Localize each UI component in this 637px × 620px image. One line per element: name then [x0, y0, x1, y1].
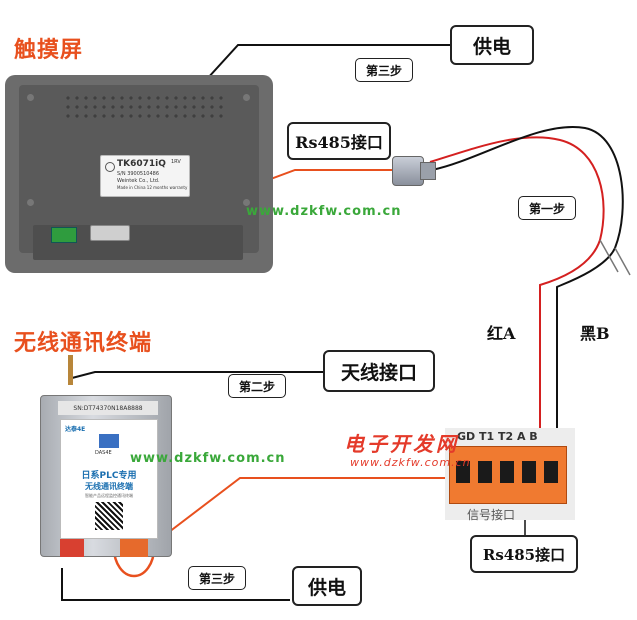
step-1: 第一步 — [518, 196, 576, 220]
terminal-block-footer: 信号接口 — [467, 508, 516, 522]
touchscreen-title: 触摸屏 — [14, 38, 84, 63]
step-2: 第二步 — [228, 374, 286, 398]
antenna-connector — [68, 355, 73, 385]
wire-label-black-b: 黑B — [580, 324, 610, 343]
touchscreen-note: Made in China 12 months warranty — [117, 185, 188, 190]
power-terminal-green[interactable] — [51, 227, 77, 243]
terminal-slot-1[interactable] — [456, 461, 470, 483]
callout-rs485-top: Rs485接口 — [287, 122, 391, 160]
db9-shell — [392, 156, 424, 186]
terminal-serial: SN:DT74370N18A8888 — [58, 401, 158, 415]
watermark-brand-red: 电子开发网 — [344, 432, 459, 456]
touchscreen-sn: S/N 3900510486 — [117, 171, 159, 177]
power-line-bottom — [61, 568, 290, 601]
qr-code-icon — [95, 502, 123, 530]
screw-hole-tr — [243, 94, 250, 101]
db9-connector — [392, 150, 436, 190]
touchscreen-voltage: 1RV — [171, 159, 181, 165]
brand-logo-icon — [105, 162, 115, 172]
step-3-bottom: 第三步 — [188, 566, 246, 590]
terminal-tag: 达泰4E — [65, 426, 86, 433]
cable-strip-end — [599, 239, 631, 276]
callout-antenna: 天线接口 — [323, 350, 435, 392]
wire-label-red-a: 红A — [487, 324, 516, 343]
step-3-top: 第三步 — [355, 58, 413, 82]
terminal-slot-3[interactable] — [500, 461, 514, 483]
terminal-slot-2[interactable] — [478, 461, 492, 483]
terminal-power-block[interactable] — [60, 539, 84, 557]
watermark-url-red: www.dzkfw.com.cn — [350, 456, 471, 469]
terminal-label-panel: 达泰4E DAS4E 日系PLC专用 无线通讯终端 智能产品远程监控通讯终端 — [60, 419, 158, 539]
screw-hole-tl — [27, 94, 34, 101]
terminal-slot-a[interactable] — [522, 461, 536, 483]
terminal-brand: DAS4E — [95, 450, 112, 456]
terminal-block-header: GD T1 T2 A B — [457, 430, 538, 443]
watermark-url-top: www.dzkfw.com.cn — [246, 204, 402, 219]
terminal-line2: 无线通讯终端 — [85, 482, 133, 491]
das-logo-icon — [99, 434, 119, 448]
rs485-line-bottom — [147, 477, 455, 549]
vent-holes — [63, 93, 223, 121]
screw-hole-bl — [27, 199, 34, 206]
touchscreen-device: TK6071iQ 1RV S/N 3900510486 Weintek Co.,… — [5, 75, 273, 273]
cable-black — [431, 125, 624, 485]
watermark-url-mid: www.dzkfw.com.cn — [130, 451, 286, 466]
cable-red — [429, 136, 605, 485]
terminal-screw-block[interactable] — [120, 539, 148, 557]
terminal-slot-b[interactable] — [544, 461, 558, 483]
db9-plug — [420, 162, 436, 180]
touchscreen-maker: Weintek Co., Ltd. — [117, 178, 160, 184]
callout-power-bottom: 供电 — [292, 566, 362, 606]
terminal-block-photo: GD T1 T2 A B 信号接口 — [445, 428, 575, 522]
callout-power-top: 供电 — [450, 25, 534, 65]
terminal-line1: 日系PLC专用 — [81, 471, 137, 481]
wireless-terminal-title: 无线通讯终端 — [14, 331, 153, 356]
touchscreen-model: TK6071iQ — [117, 159, 166, 169]
touchscreen-label-sticker: TK6071iQ 1RV S/N 3900510486 Weintek Co.,… — [100, 155, 190, 197]
callout-rs485-bottom: Rs485接口 — [470, 535, 578, 573]
db9-port[interactable] — [90, 225, 130, 241]
terminal-block-body — [449, 446, 567, 504]
antenna-line — [71, 371, 323, 379]
screw-hole-br — [243, 199, 250, 206]
terminal-small-text: 智能产品远程监控通讯终端 — [85, 493, 133, 498]
wireless-terminal-device: SN:DT74370N18A8888 达泰4E DAS4E 日系PLC专用 无线… — [40, 355, 172, 557]
